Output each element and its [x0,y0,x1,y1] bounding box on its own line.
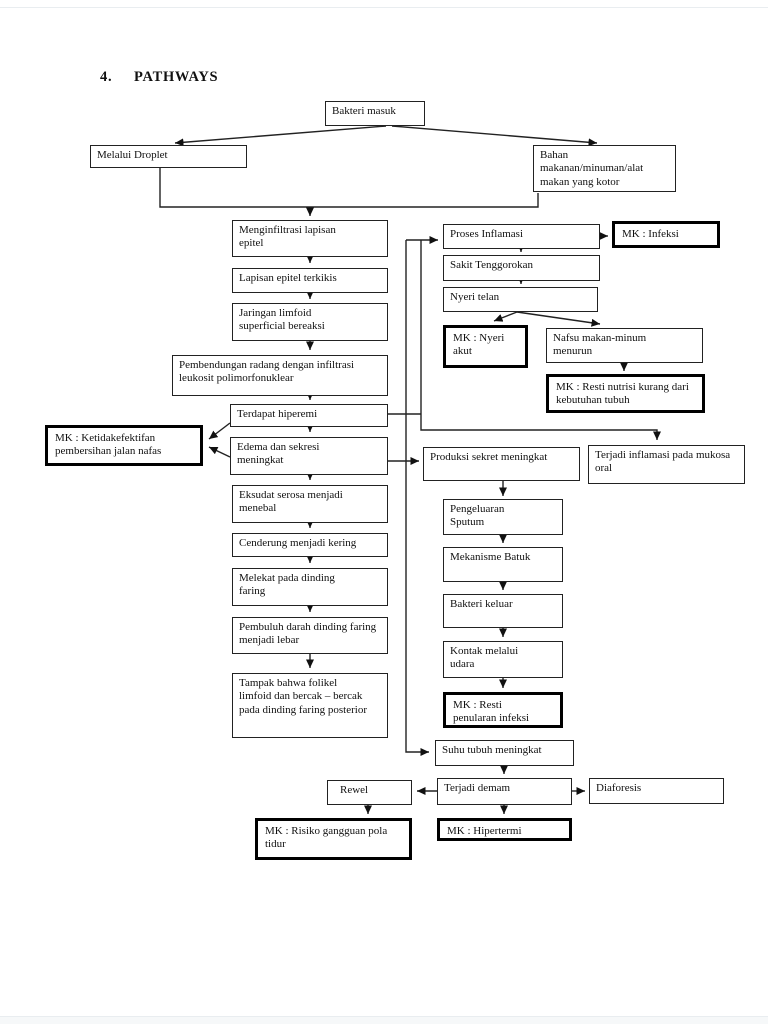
node-mk-resti-penularan: MK : Resti penularan infeksi [443,692,563,728]
page-bottom-margin [0,1017,768,1024]
node-edema-sekresi: Edema dan sekresi meningkat [230,437,388,475]
node-melalui-droplet: Melalui Droplet [90,145,247,168]
node-tampak-folikel: Tampak bahwa folikel limfoid dan bercak … [232,673,388,738]
node-mk-hipertermi: MK : Hipertermi [437,818,572,841]
node-bakteri-masuk: Bakteri masuk [325,101,425,126]
node-mk-risiko-gangguan-tidur: MK : Risiko gangguan pola tidur [255,818,412,860]
node-lapisan-epitel: Lapisan epitel terkikis [232,268,388,293]
node-mk-nyeri-akut: MK : Nyeri akut [443,325,528,368]
node-nyeri-telan: Nyeri telan [443,287,598,312]
node-nafsu-makan: Nafsu makan-minum menurun [546,328,703,363]
title-number: 4. [100,69,113,85]
node-mk-resti-nutrisi: MK : Resti nutrisi kurang dari kebutuhan… [546,374,705,413]
node-sakit-tenggorokan: Sakit Tenggorokan [443,255,600,281]
node-eksudat: Eksudat serosa menjadi menebal [232,485,388,523]
node-mk-infeksi: MK : Infeksi [612,221,720,248]
node-rewel: Rewel [327,780,412,805]
node-diaforesis: Diaforesis [589,778,724,804]
node-melekat-faring: Melekat pada dinding faring [232,568,388,606]
node-jaringan-limfoid: Jaringan limfoid superficial bereaksi [232,303,388,341]
node-bakteri-keluar: Bakteri keluar [443,594,563,628]
node-pembendungan: Pembendungan radang dengan infiltrasi le… [172,355,388,396]
node-terdapat-hiperemi: Terdapat hiperemi [230,404,388,427]
node-mk-ketidakefektifan-jalan-nafas: MK : Ketidakefektifan pembersihan jalan … [45,425,203,466]
node-terjadi-demam: Terjadi demam [437,778,572,805]
node-kontak-udara: Kontak melalui udara [443,641,563,678]
node-menginfiltrasi: Menginfiltrasi lapisan epitel [232,220,388,257]
node-produksi-sekret: Produksi sekret meningkat [423,447,580,481]
node-proses-inflamasi: Proses Inflamasi [443,224,600,249]
node-suhu-tubuh: Suhu tubuh meningkat [435,740,574,766]
page-top-border [0,7,768,8]
node-pengeluaran-sputum: Pengeluaran Sputum [443,499,563,535]
node-terjadi-inflamasi-oral: Terjadi inflamasi pada mukosa oral [588,445,745,484]
title-text: PATHWAYS [134,69,219,85]
node-cenderung-kering: Cenderung menjadi kering [232,533,388,557]
node-pembuluh-darah: Pembuluh darah dinding faring menjadi le… [232,617,388,654]
page-title: 4. PATHWAYS [100,69,218,86]
node-mekanisme-batuk: Mekanisme Batuk [443,547,563,582]
node-bahan-makanan: Bahan makanan/minuman/alat makan yang ko… [533,145,676,192]
page-bottom-border [0,1016,768,1017]
